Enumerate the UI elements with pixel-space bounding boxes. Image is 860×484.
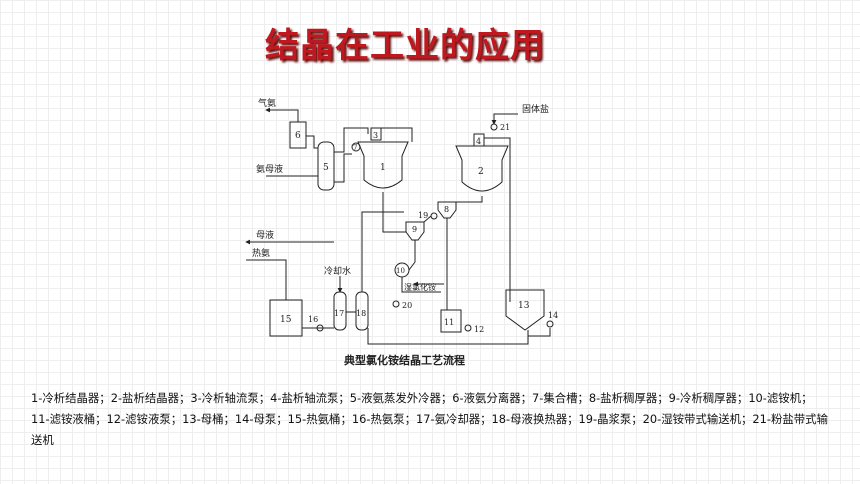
- pipe-1-down: [382, 192, 406, 233]
- unit-number-8: 8: [444, 205, 449, 214]
- unit-number-5: 5: [323, 163, 329, 173]
- process-flow-svg: 气氨 氨母液 母液 热氨 冷却水 固体盐 湿氯化铵 1 2 3 4 5 6 7 …: [245, 97, 558, 367]
- unit-4-pump: [473, 133, 485, 147]
- pipe-13-down: [527, 328, 551, 337]
- unit-number-6: 6: [295, 131, 301, 141]
- pipe-5-to-6: [306, 135, 318, 149]
- label-an-mu-ye: 氨母液: [256, 163, 283, 175]
- pipe-5-loop: [334, 127, 369, 153]
- unit-11-tank: [440, 309, 462, 333]
- unit-number-3: 3: [373, 131, 378, 140]
- unit-number-20: 20: [402, 301, 412, 310]
- pump-14: [546, 320, 554, 328]
- unit-5-cooler: [317, 141, 335, 191]
- unit-1-crystallizer: [357, 141, 409, 189]
- label-qi-an: 气氨: [258, 97, 276, 109]
- pump-7: [351, 142, 361, 152]
- unit-13-tank: [505, 289, 545, 331]
- process-flow-diagram: 气氨 氨母液 母液 热氨 冷却水 固体盐 湿氯化铵 1 2 3 4 5 6 7 …: [238, 92, 598, 372]
- pipe-5-to-1: [334, 153, 352, 183]
- unit-number-16: 16: [308, 315, 318, 324]
- pump-19: [430, 212, 438, 220]
- pipe-9-down: [408, 240, 416, 271]
- unit-number-21: 21: [500, 123, 510, 132]
- unit-number-19: 19: [418, 211, 428, 220]
- pipe-18-loop: [367, 328, 529, 345]
- pipe-re-an: [246, 259, 287, 300]
- unit-number-13: 13: [518, 301, 530, 311]
- pipe-10-to-11: [401, 277, 441, 293]
- unit-number-1: 1: [380, 163, 386, 173]
- label-leng-que-shui: 冷却水: [324, 265, 351, 277]
- label-gu-ti-yan: 固体盐: [522, 103, 549, 115]
- unit-number-9: 9: [412, 225, 417, 234]
- pipe-19: [423, 215, 432, 223]
- pipe-qi-an: [265, 107, 299, 122]
- pipe-gu-ti-yan: [491, 113, 518, 125]
- page-title: 结晶在工业的应用: [265, 26, 545, 66]
- unit-number-4: 4: [476, 137, 481, 146]
- pump-21: [490, 123, 498, 131]
- diagram-caption: 典型氯化铵结晶工艺流程: [344, 353, 465, 367]
- pipe-18-up: [361, 211, 404, 292]
- unit-number-11: 11: [444, 318, 454, 327]
- unit-number-2: 2: [478, 167, 484, 177]
- label-mu-ye: 母液: [256, 229, 274, 241]
- unit-2-crystallizer: [455, 145, 509, 192]
- label-shi-lv-hua-an: 湿氯化铵: [404, 282, 436, 292]
- unit-number-15: 15: [280, 315, 292, 325]
- pump-12: [464, 324, 472, 332]
- unit-number-7: 7: [353, 144, 357, 152]
- pump-20: [392, 300, 400, 308]
- pipe-2-to-8: [456, 196, 483, 203]
- pipe-1-return: [381, 127, 413, 142]
- label-re-an: 热氨: [252, 247, 270, 259]
- unit-3-pump: [370, 127, 382, 141]
- unit-number-14: 14: [548, 311, 558, 320]
- unit-number-18: 18: [356, 309, 366, 318]
- unit-number-12: 12: [474, 325, 484, 334]
- unit-number-10: 10: [396, 267, 405, 275]
- pipe-2-loop: [484, 137, 511, 302]
- unit-number-17: 17: [334, 309, 344, 318]
- equipment-legend: 1-冷析结晶器；2-盐析结晶器；3-冷析轴流泵；4-盐析轴流泵；5-液氨蒸发外冷…: [31, 391, 828, 447]
